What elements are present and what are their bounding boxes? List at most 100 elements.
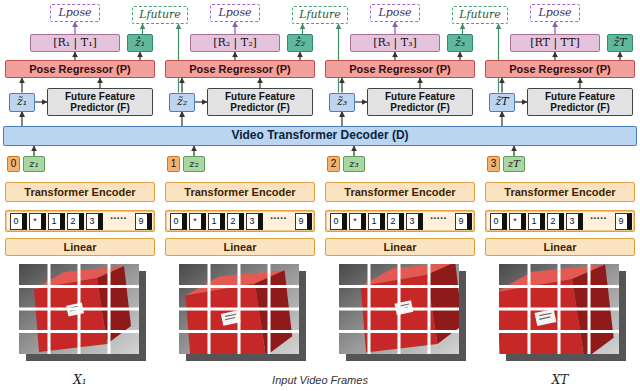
node-text: 2 xyxy=(230,216,235,226)
token-row xyxy=(326,211,475,232)
ellipsis: ····· xyxy=(264,213,294,224)
index-token: 1 xyxy=(167,156,180,172)
node-text: Pose Regressor (P) xyxy=(349,63,450,76)
predicted-feature-box: ẑ₁ xyxy=(127,34,153,52)
predicted-feature-box: ẑ₂ xyxy=(287,34,313,52)
node-text: Transformer Encoder xyxy=(344,186,455,199)
arrow-connector xyxy=(353,146,354,156)
caption-label: Input Video Frames xyxy=(230,374,410,386)
node-text: z₂ xyxy=(189,158,198,170)
arrow-connector xyxy=(33,146,34,156)
pose-output-box: [R₃ | T₃] xyxy=(350,34,440,52)
loss-box: Lpose xyxy=(370,4,420,22)
node-text: z̃₃ xyxy=(337,96,347,109)
node-text: 9 xyxy=(618,216,623,226)
node-text: 2 xyxy=(70,216,75,226)
arrow-connector xyxy=(234,52,235,60)
arrow-connector xyxy=(178,24,179,93)
node-text: Future Feature Predictor (F) xyxy=(371,91,469,114)
frame-label: XT xyxy=(530,373,590,387)
loss-box: Lpose xyxy=(530,4,580,22)
node-text: Transformer Encoder xyxy=(184,186,295,199)
arrow-connector xyxy=(74,22,75,34)
node-text: [R₂ | T₂] xyxy=(213,37,257,50)
patch-token: 2 xyxy=(547,213,564,230)
node-text: 3 xyxy=(491,158,497,170)
arrow-connector xyxy=(139,52,140,60)
patch-token: 2 xyxy=(67,213,84,230)
feature-box: z̃₁ xyxy=(9,93,35,112)
ellipsis: ····· xyxy=(104,213,134,224)
arrow-connector xyxy=(515,101,527,102)
node-text: 9 xyxy=(298,216,303,226)
node-text: Future Feature Predictor (F) xyxy=(211,91,309,114)
node-text: 9 xyxy=(458,216,463,226)
loss-box: Lpose xyxy=(210,4,260,22)
predictor-box: Future Feature Predictor (F) xyxy=(207,88,313,116)
arrow-connector xyxy=(181,112,182,127)
loss-box: Lfuture xyxy=(452,6,508,24)
node-text: 1 xyxy=(371,216,376,226)
node-text: * xyxy=(33,216,37,226)
node-text: Pose Regressor (P) xyxy=(29,63,130,76)
encoder-box: Transformer Encoder xyxy=(165,182,315,202)
regressor-box: Pose Regressor (P) xyxy=(5,60,155,78)
node-text: 3 xyxy=(89,216,94,226)
arrow-connector xyxy=(299,52,300,60)
node-text: Linear xyxy=(223,241,256,254)
node-text: Transformer Encoder xyxy=(504,186,615,199)
node-text: Future Feature Predictor (F) xyxy=(531,91,629,114)
arrow-connector xyxy=(419,78,420,88)
arrow-connector xyxy=(74,52,75,60)
patch-token: 1 xyxy=(528,213,545,230)
index-token: 0 xyxy=(7,156,20,172)
node-text: Pose Regressor (P) xyxy=(189,63,290,76)
node-text: 1 xyxy=(531,216,536,226)
ellipsis: ····· xyxy=(584,213,614,224)
patch-token: 3 xyxy=(86,213,103,230)
node-text: Lfuture xyxy=(299,9,341,22)
arrow-connector xyxy=(259,78,260,88)
arrow-connector xyxy=(501,78,502,93)
node-text: 3 xyxy=(409,216,414,226)
predictor-box: Future Feature Predictor (F) xyxy=(367,88,473,116)
node-text: ẑ₁ xyxy=(135,37,145,50)
node-text: 0 xyxy=(493,216,498,226)
node-text: Linear xyxy=(543,241,576,254)
node-text: z̃T xyxy=(495,96,508,109)
arrow-connector xyxy=(394,52,395,60)
feature-box: z̃₂ xyxy=(169,93,195,112)
arrow-connector xyxy=(355,101,367,102)
regressor-box: Pose Regressor (P) xyxy=(165,60,315,78)
node-text: zT xyxy=(508,158,520,170)
linear-box: Linear xyxy=(165,238,315,256)
arrow-connector xyxy=(579,78,580,88)
node-text: * xyxy=(193,216,197,226)
node-text: 3 xyxy=(569,216,574,226)
predictor-box: Future Feature Predictor (F) xyxy=(527,88,633,116)
node-text: Video Transformer Decoder (D) xyxy=(231,129,408,143)
node-text: z̃₁ xyxy=(17,96,27,109)
patch-token: 2 xyxy=(387,213,404,230)
patch-token: 0 xyxy=(490,213,507,230)
patch-token: * xyxy=(509,213,526,230)
patch-token: 0 xyxy=(170,213,187,230)
node-text: * xyxy=(513,216,517,226)
patch-token: 9 xyxy=(615,213,632,230)
encoder-box: Transformer Encoder xyxy=(485,182,635,202)
node-text: 2 xyxy=(550,216,555,226)
node-text: [RT | TT] xyxy=(530,37,580,50)
node-text: 1 xyxy=(51,216,56,226)
arrow-connector xyxy=(462,24,463,34)
arrow-connector xyxy=(554,52,555,60)
arrow-connector xyxy=(234,22,235,34)
token-row xyxy=(486,211,635,232)
frame-label: X₁ xyxy=(50,373,110,387)
node-text: Lfuture xyxy=(139,9,181,22)
node-text: Transformer Encoder xyxy=(24,186,135,199)
arrow-connector xyxy=(619,52,620,60)
patch-token: * xyxy=(189,213,206,230)
patch-token: 1 xyxy=(48,213,65,230)
loss-box: Lfuture xyxy=(132,6,188,24)
encoder-box: Transformer Encoder xyxy=(325,182,475,202)
